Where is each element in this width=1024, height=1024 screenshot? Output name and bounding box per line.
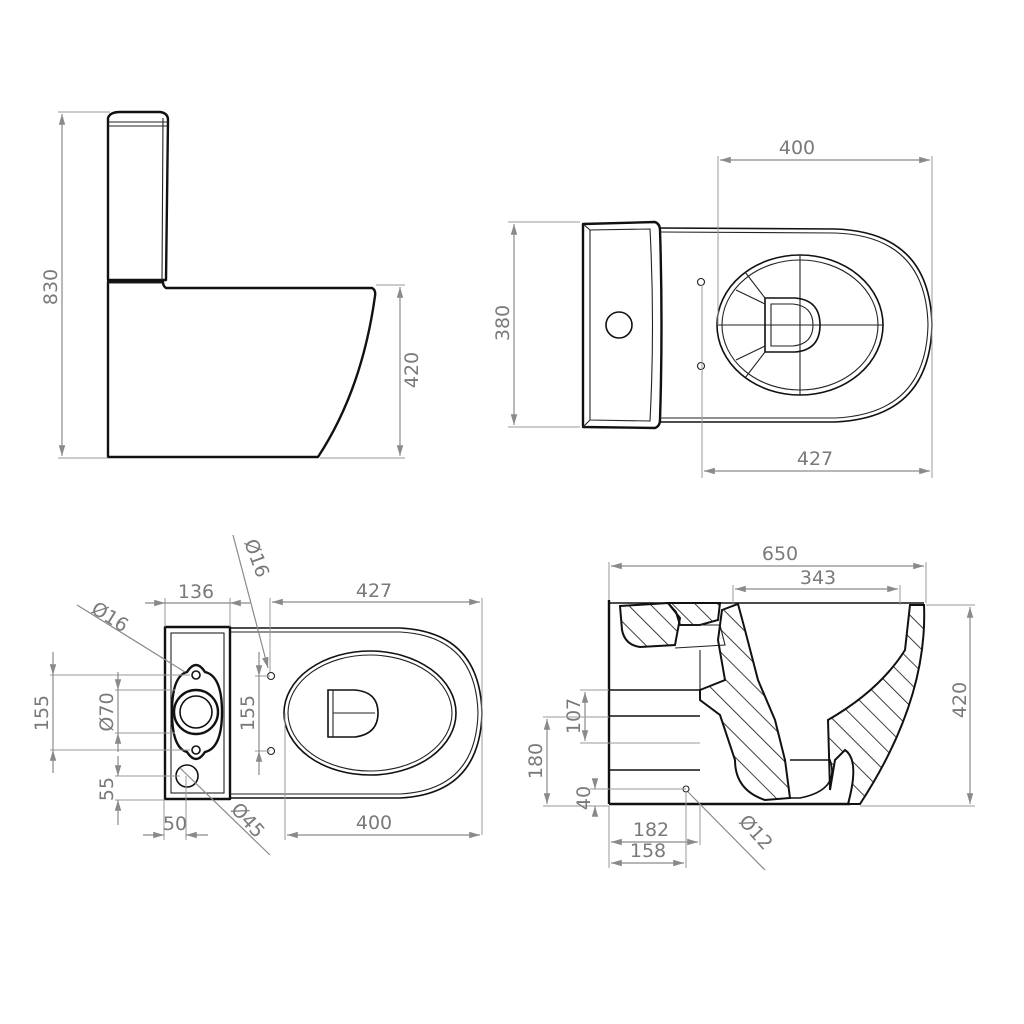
dim-width: 380 (492, 305, 514, 341)
dim-bolt-spacing-left: 155 (31, 695, 53, 731)
dim-cistern-width: 136 (178, 581, 214, 603)
pan-outline (106, 280, 377, 459)
dim-bowl-opening: 343 (800, 567, 836, 589)
dim-bowl-length: 400 (779, 137, 815, 159)
underside-view: 136 Ø16 Ø16 427 400 155 Ø70 (31, 534, 483, 856)
dim-bowl-length: 400 (356, 812, 392, 834)
outlet-underside (327, 689, 379, 738)
dim-fixing-to-front: 427 (797, 448, 833, 470)
seat-hole (696, 361, 706, 371)
dim-fixing-40: 40 (573, 786, 595, 810)
dim-fixing-diameter: Ø12 (734, 811, 777, 855)
section-hatch (826, 604, 926, 805)
dim-section-height: 420 (949, 682, 971, 718)
top-view: 400 380 427 (492, 137, 933, 478)
dim-overall-length: 650 (762, 543, 798, 565)
cistern-top (581, 220, 663, 430)
dim-inlet-x: 50 (163, 813, 187, 835)
dim-outlet-182: 182 (633, 819, 669, 841)
section-view: 650 343 420 107 180 40 182 158 (525, 543, 975, 871)
seat-hole (696, 277, 706, 287)
side-view: 830 420 (40, 110, 423, 459)
dim-inlet-diameter: Ø45 (226, 799, 269, 843)
dim-outlet-180: 180 (525, 743, 547, 779)
dim-bolt-spacing-right: 155 (237, 695, 259, 731)
dim-bolt-diameter-left: Ø16 (87, 598, 132, 637)
cistern-outline (106, 110, 170, 282)
dim-pan-height: 420 (401, 352, 423, 388)
dim-bolt-diameter-right: Ø16 (239, 536, 273, 580)
dim-outlet-107: 107 (563, 698, 585, 734)
section-hatch (618, 601, 682, 649)
dim-inlet-offset: 55 (96, 777, 118, 801)
outlet-boss (170, 663, 224, 761)
dim-fixing-158: 158 (630, 840, 666, 862)
flush-button (605, 311, 633, 339)
dim-outlet-diameter: Ø70 (96, 692, 118, 731)
section-hatch (699, 602, 792, 802)
dim-total-height: 830 (40, 269, 62, 305)
outlet-hole (179, 695, 213, 729)
cistern-base (163, 625, 232, 801)
outlet-top (764, 297, 821, 353)
dim-front-length: 427 (356, 580, 392, 602)
